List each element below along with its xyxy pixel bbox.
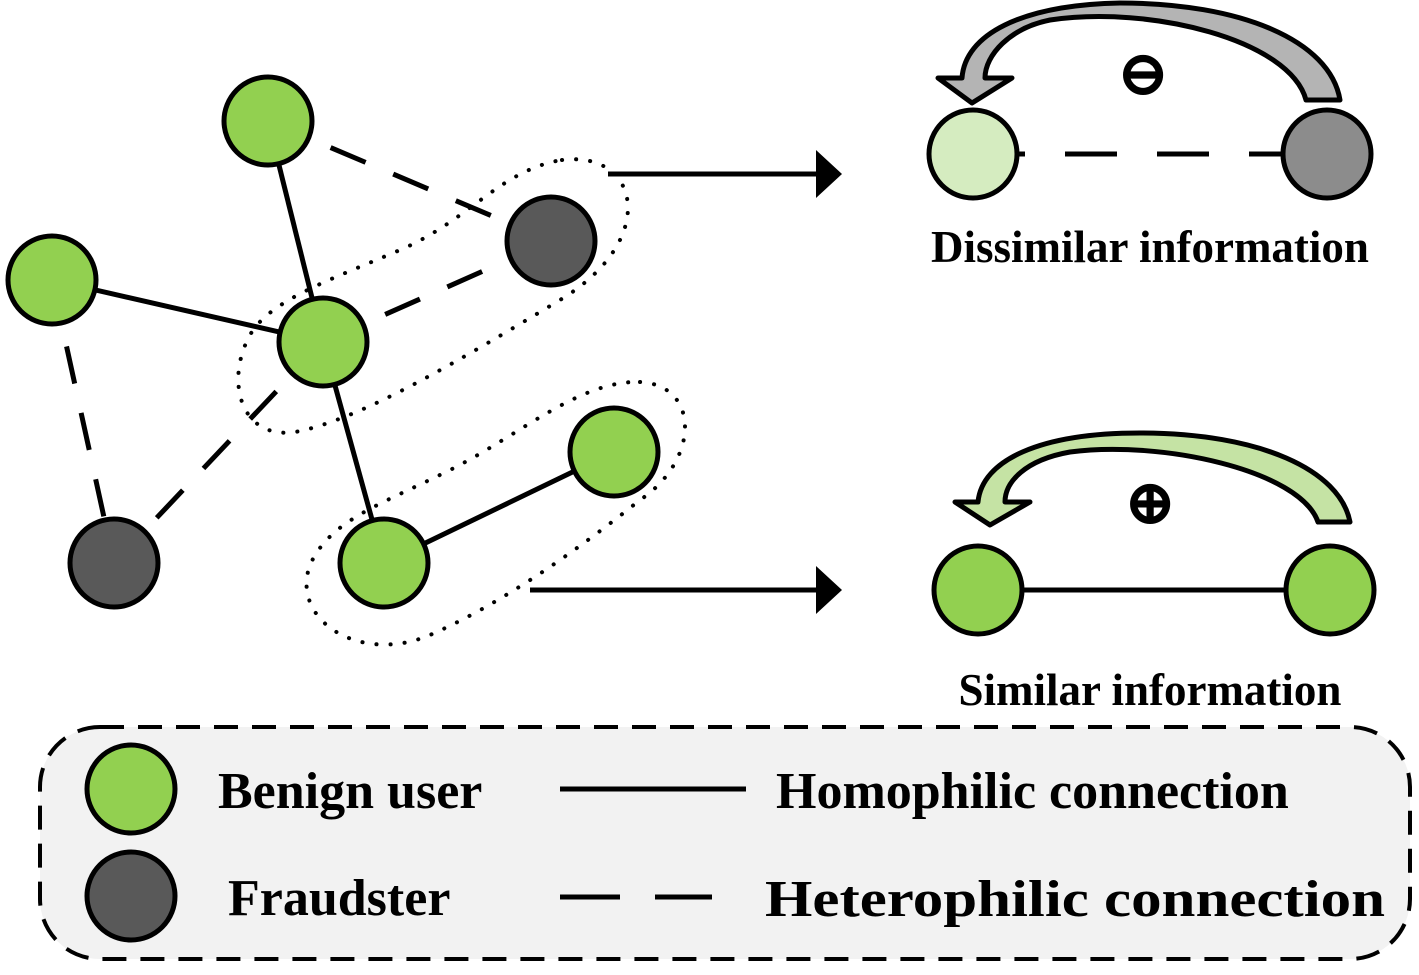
legend-heterophilic-label: Heterophilic connection	[765, 871, 1385, 928]
benign-node-bottom	[337, 516, 431, 610]
minus-symbol: ⊖	[1116, 38, 1170, 109]
legend-benign-icon	[84, 742, 178, 836]
edge-heterophilic-4	[112, 340, 325, 565]
fraudster-node-lower	[67, 516, 161, 610]
similar-information-label: Similar information	[959, 665, 1342, 715]
curved-arrow-green	[952, 430, 1353, 528]
edge-heterophilic-1	[267, 118, 552, 244]
legend-box	[38, 725, 1412, 961]
arrowhead-dissimilar	[816, 150, 842, 198]
edge-heterophilic-2	[49, 279, 117, 564]
fraudster-node-upper	[504, 194, 598, 288]
curved-arrow-grey	[935, 0, 1343, 106]
legend-benign-label: Benign user	[218, 763, 482, 820]
benign-light-node	[926, 107, 1020, 201]
benign-node-top	[221, 74, 315, 168]
fraudster-light-node	[1280, 107, 1374, 201]
benign-node-left	[5, 233, 99, 327]
dissimilar-information-label: Dissimilar information	[931, 222, 1369, 272]
benign-node-right	[567, 405, 661, 499]
benign-pair-node-left	[931, 543, 1025, 637]
legend-homophilic-label: Homophilic connection	[776, 763, 1289, 820]
benign-pair-node-right	[1283, 543, 1377, 637]
plus-symbol: ⊕	[1123, 467, 1177, 538]
legend-fraudster-icon	[84, 849, 178, 943]
arrowhead-similar	[816, 566, 842, 614]
legend-fraudster-label: Fraudster	[228, 870, 450, 927]
benign-node-center	[276, 295, 370, 389]
